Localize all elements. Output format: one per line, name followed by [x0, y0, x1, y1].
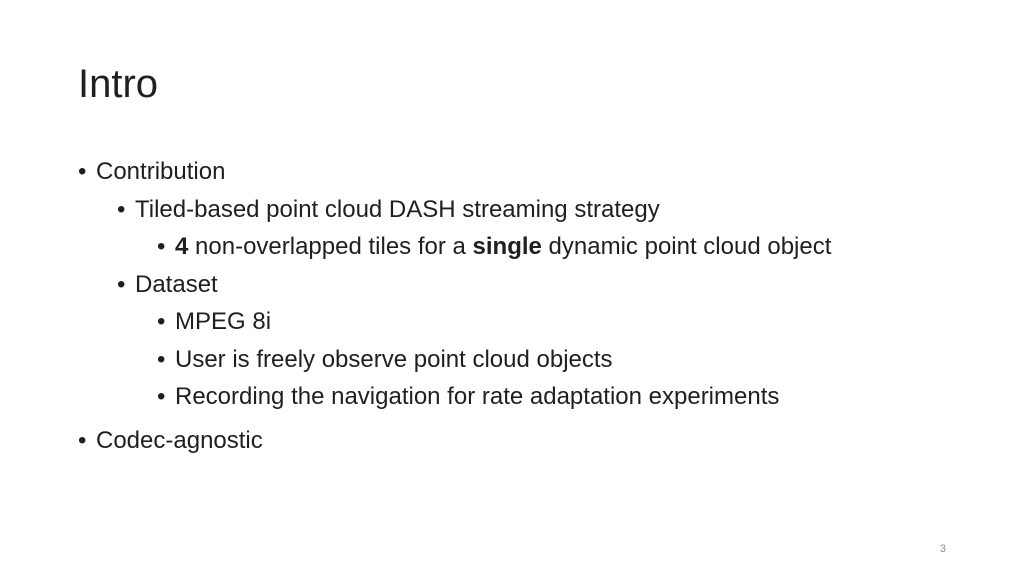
bullet-tiles: • 4 non-overlapped tiles for a single dyn…	[157, 232, 831, 262]
bullet-dot-icon: •	[157, 308, 166, 335]
bullet-tiled-strategy: • Tiled-based point cloud DASH streaming …	[117, 195, 660, 225]
bullet-contribution: • Contribution	[78, 157, 225, 187]
bullet-recording: • Recording the navigation for rate adapt…	[157, 382, 779, 412]
bullet-text: Contribution	[96, 158, 226, 185]
bullet-text: Dataset	[135, 271, 218, 298]
bullet-dot-icon: •	[157, 346, 166, 373]
bullet-text-bold-single: single	[472, 233, 542, 260]
page-number: 3	[939, 543, 946, 555]
bullet-text: Codec-agnostic	[96, 427, 263, 454]
bullet-codec: • Codec-agnostic	[78, 426, 263, 456]
bullet-text-bold-count: 4	[175, 233, 189, 260]
bullet-text: MPEG 8i	[175, 308, 272, 335]
bullet-dot-icon: •	[78, 427, 87, 454]
bullet-dot-icon: •	[117, 196, 126, 223]
bullet-text: Tiled-based point cloud DASH streaming s…	[135, 196, 660, 223]
bullet-text: non-overlapped tiles for a	[188, 233, 473, 260]
bullet-text: User is freely observe point cloud objec…	[175, 346, 613, 373]
bullet-user-observe: • User is freely observe point cloud obje…	[157, 345, 613, 375]
slide-title: Intro	[78, 62, 159, 106]
bullet-mpeg: • MPEG 8i	[157, 307, 271, 337]
bullet-dot-icon: •	[117, 271, 126, 298]
bullet-dot-icon: •	[157, 233, 166, 260]
bullet-text: dynamic point cloud object	[541, 233, 832, 260]
bullet-text: Recording the navigation for rate adapta…	[175, 383, 780, 410]
bullet-dataset: • Dataset	[117, 270, 218, 300]
bullet-dot-icon: •	[78, 158, 87, 185]
bullet-dot-icon: •	[157, 383, 166, 410]
